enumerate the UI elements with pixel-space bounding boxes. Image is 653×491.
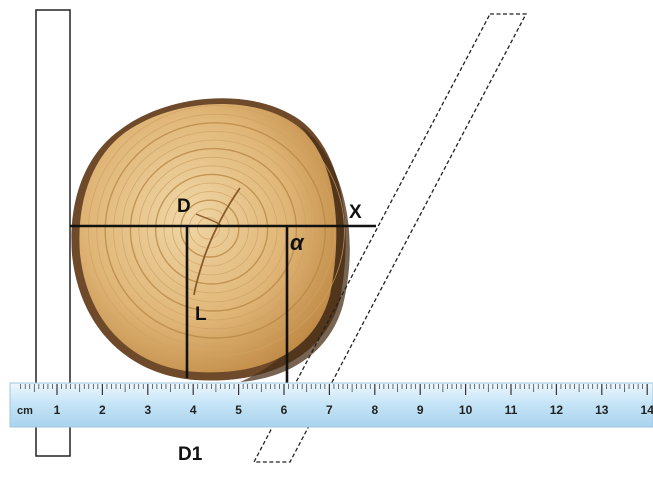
- growth-rings: [87, 105, 345, 357]
- growth-ring: [171, 191, 249, 267]
- ruler-number: 8: [371, 403, 378, 417]
- label-d: D: [177, 196, 191, 217]
- ruler-body: [9, 382, 653, 428]
- ruler-number: 5: [235, 403, 242, 417]
- growth-ring: [96, 113, 336, 348]
- ruler-number: 9: [417, 403, 424, 417]
- ruler-ticks: [20, 384, 648, 395]
- growth-ring: [188, 208, 230, 249]
- label-l: L: [195, 304, 207, 325]
- growth-ring: [146, 165, 278, 294]
- slanted-caliper-bar: [252, 13, 528, 463]
- log-shadow: [240, 125, 350, 382]
- ruler-number: 4: [190, 403, 197, 417]
- ruler-unit: cm: [17, 405, 33, 417]
- label-d1: D1: [178, 444, 203, 465]
- growth-ring: [121, 139, 307, 321]
- growth-ring: [154, 173, 269, 285]
- ruler-number: 2: [99, 403, 106, 417]
- growth-ring: [104, 122, 326, 339]
- ruler-number: 12: [550, 403, 564, 417]
- growth-ring: [87, 105, 345, 357]
- ruler-number: 13: [595, 403, 609, 417]
- log-crack: [193, 187, 241, 296]
- ruler-number: 3: [144, 403, 151, 417]
- ruler-number: 6: [281, 403, 288, 417]
- ruler-number: 7: [326, 403, 333, 417]
- growth-ring: [129, 147, 298, 312]
- growth-ring: [163, 182, 259, 276]
- growth-ring: [197, 216, 221, 240]
- growth-ring: [180, 199, 240, 258]
- ruler-number: 11: [505, 403, 518, 417]
- ruler-number: 1: [54, 403, 61, 417]
- log-face: [79, 103, 337, 373]
- left-caliper-bar: [35, 9, 71, 457]
- growth-ring: [113, 130, 317, 330]
- ruler-number: 14: [641, 403, 653, 417]
- log-crack-branch: [195, 213, 223, 227]
- ruler-number: 10: [459, 403, 473, 417]
- log-cross-section: [71, 98, 350, 382]
- label-alpha: α: [290, 230, 305, 255]
- label-x: X: [349, 202, 362, 223]
